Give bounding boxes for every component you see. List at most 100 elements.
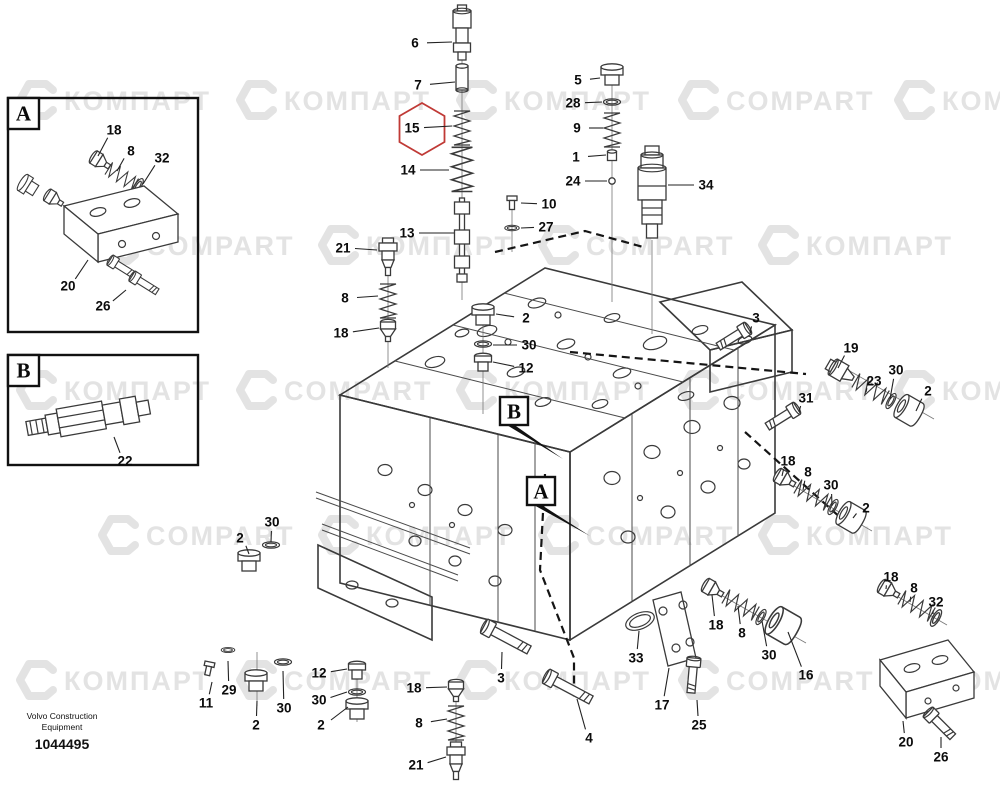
part-number-callout-8: 8: [127, 144, 135, 159]
port-hole: [506, 366, 526, 378]
part-number-callout-26: 26: [933, 750, 949, 765]
leader-line-part-12: [492, 361, 515, 367]
part-number-callout-4: 4: [585, 731, 593, 746]
leader-line-part-30: [282, 670, 285, 700]
part-number-callout-6: 6: [411, 36, 419, 51]
block-section-line: [394, 360, 626, 419]
port-hole: [556, 338, 576, 350]
section-pointer-B: [505, 424, 563, 459]
part-number-callout-15: 15: [404, 121, 420, 136]
hexagon-c-logo-icon: [240, 84, 273, 116]
port-hole: [683, 419, 701, 435]
dashed-locator-line: [494, 229, 644, 254]
leader-line-part-30: [761, 620, 768, 647]
inset-a-label-box: [6, 96, 41, 131]
drill-hole: [634, 382, 642, 390]
watermark-text: COMPART: [726, 666, 875, 696]
leader-line-part-2: [495, 313, 515, 318]
leader-line-part-17: [663, 667, 670, 697]
part-number-callout-30: 30: [761, 648, 776, 663]
part-number-callout-5: 5: [574, 73, 582, 88]
watermark-unit: КОМПАРТ: [460, 84, 649, 116]
section-pointer-A: [532, 504, 590, 536]
part-18-poppet: [87, 149, 114, 174]
hexagon-c-logo-icon: [20, 664, 53, 696]
drill-hole: [408, 501, 416, 509]
part-number-callout-18: 18: [406, 681, 422, 696]
footer-brand-block: Volvo Construction Equipment 1044495: [27, 711, 98, 752]
part-5-plug: [600, 63, 624, 86]
section-marker-letter-B: B: [507, 400, 521, 424]
watermark-unit: COMPART: [542, 519, 733, 551]
leader-line-part-21: [427, 756, 447, 764]
watermark-unit: КОМПАРТ: [20, 664, 209, 696]
part-30-oring: [273, 658, 293, 666]
leader-line-part-8: [802, 480, 806, 491]
leader-line-part-18: [781, 469, 785, 477]
document-number: 1044495: [35, 736, 90, 752]
watermark-unit: COMPART: [682, 84, 873, 116]
hexagon-c-logo-icon: [762, 519, 795, 551]
section-marker-box-A: [525, 475, 557, 507]
port-hole: [527, 297, 547, 309]
leader-line-part-20: [902, 720, 905, 734]
port-hole: [408, 535, 422, 547]
part-number-callout-18: 18: [333, 326, 349, 341]
hexagon-c-logo-icon: [682, 84, 715, 116]
block-lower-wing: [317, 543, 433, 642]
part-number-callout-11: 11: [199, 696, 214, 711]
watermark-unit: COMPART: [682, 374, 873, 406]
part-26-bolt: [127, 269, 161, 298]
leader-line-part-23: [865, 388, 868, 393]
part-number-callout-1: 1: [572, 150, 580, 165]
port-hole: [488, 575, 502, 587]
part-number-callout-3: 3: [497, 671, 505, 686]
part-number-callout-8: 8: [415, 716, 423, 731]
leader-line-part-2: [245, 545, 250, 555]
hexagon-c-logo-icon: [240, 374, 273, 406]
part-6-valve: [452, 4, 472, 61]
port-hole: [691, 324, 709, 336]
part-number-callout-12: 12: [311, 666, 326, 681]
part-2-plug: [345, 697, 369, 720]
part-1-piston: [606, 149, 618, 162]
part-number-callout-3: 3: [752, 311, 760, 326]
inset-b-border: [6, 353, 200, 467]
watermark-unit: КОМПАРТ: [322, 519, 513, 551]
port-hole: [603, 470, 621, 486]
leader-line-part-28: [584, 101, 603, 104]
part-number-callout-24: 24: [565, 174, 581, 189]
watermark-text: КОМПАРТ: [942, 376, 1000, 406]
dashed-locator-line: [569, 350, 807, 376]
part-number-callout-30: 30: [276, 701, 291, 716]
part-number-callout-20: 20: [60, 279, 75, 294]
tie-rod-line: [315, 491, 471, 549]
port-hole: [591, 398, 609, 410]
section-marker-box-B: [498, 395, 530, 427]
part-number-callout-2: 2: [317, 718, 325, 733]
part-number-callout-30: 30: [888, 363, 903, 378]
leader-line-part-8: [909, 596, 912, 603]
exploded-parts: [201, 4, 976, 781]
drill-hole: [448, 521, 456, 529]
leader-line-part-8: [116, 158, 125, 172]
tie-rod-line: [315, 497, 471, 555]
leader-line-part-3: [500, 651, 503, 670]
leader-line-part-18: [352, 327, 380, 333]
watermark-unit: КОМПАРТ: [20, 84, 209, 116]
leader-line-part-5: [589, 77, 601, 80]
port-hole: [723, 395, 741, 411]
dashed-locator-line: [744, 431, 853, 529]
port-hole: [643, 444, 661, 460]
watermark-unit: COMPART: [542, 229, 733, 261]
leader-line-part-2: [330, 706, 349, 721]
leader-line-part-25: [696, 699, 699, 717]
leader-line-part-31: [798, 405, 802, 413]
part-number-callout-30: 30: [521, 338, 536, 353]
port-hole: [603, 312, 621, 324]
drill-hole: [504, 338, 512, 346]
watermark-text: КОМПАРТ: [366, 521, 513, 551]
part-33-oring: [625, 611, 655, 631]
leader-line-part-26: [112, 289, 127, 302]
